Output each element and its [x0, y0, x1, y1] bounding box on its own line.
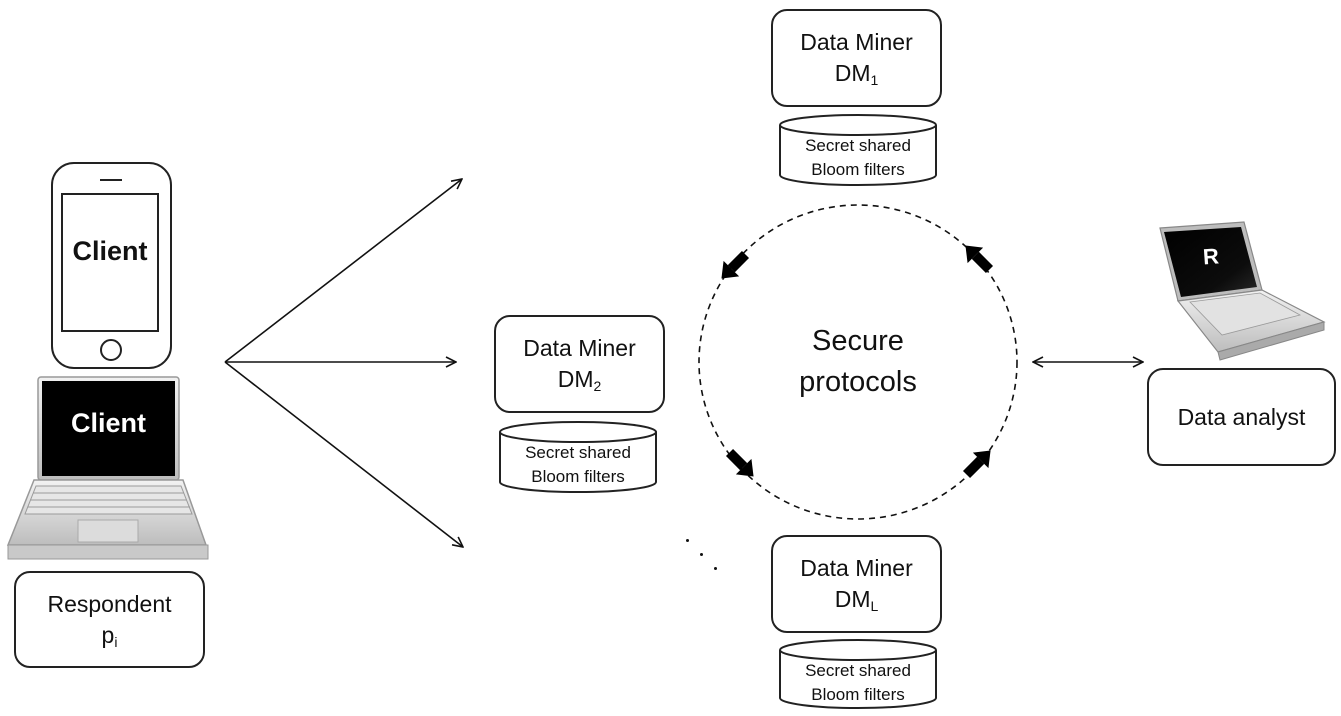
data-miner-box-1: Data Miner DM1 — [771, 9, 942, 107]
laptop-keyboard — [24, 485, 193, 515]
data-miner-id: DM2 — [557, 366, 602, 394]
more-miners-ellipsis — [684, 537, 724, 573]
data-miner-box-2: Data Miner DM2 — [494, 315, 665, 413]
data-analyst-box: Data analyst — [1147, 368, 1336, 466]
respondent-label: Respondent — [47, 590, 172, 617]
flow-arrow-bottom-right — [962, 450, 991, 479]
data-miner-title: Data Miner — [523, 335, 636, 361]
respondent-id: pi — [101, 621, 118, 650]
fanout-arrows — [224, 179, 463, 547]
arrow-to-dml — [224, 361, 463, 547]
protocol-circle — [698, 204, 1018, 520]
database-icon-dml — [779, 639, 937, 709]
flow-arrow-bottom-left — [725, 448, 754, 477]
flow-arrow-top-left — [721, 250, 750, 279]
respondent-box: Respondent pi — [14, 571, 205, 668]
phone-client-label: Client — [72, 236, 148, 266]
analyst-laptop-screen — [1164, 227, 1257, 297]
laptop-screen — [42, 381, 175, 476]
data-analyst-label: Data analyst — [1177, 403, 1306, 430]
data-miner-id: DML — [834, 586, 879, 614]
phone-screen — [61, 193, 159, 332]
data-miner-box-l: Data Miner DML — [771, 535, 942, 633]
phone-home-button — [100, 339, 122, 361]
database-icon-dm2 — [499, 421, 657, 493]
analyst-screen-label: R — [1202, 243, 1220, 270]
laptop-client-label: Client — [70, 408, 146, 438]
data-miner-id: DM1 — [834, 60, 879, 88]
data-miner-title: Data Miner — [800, 29, 913, 55]
client-laptop-icon — [6, 376, 209, 560]
data-miner-title: Data Miner — [800, 555, 913, 581]
laptop-trackpad — [77, 519, 139, 543]
smartphone-icon — [51, 162, 172, 369]
flow-arrow-top-right — [965, 245, 994, 274]
analyst-keyboard — [1189, 292, 1302, 336]
arrow-to-dm1 — [224, 179, 462, 363]
circle-flow-arrows — [721, 245, 994, 479]
analyst-laptop-icon — [1159, 221, 1326, 361]
database-icon-dm1 — [779, 114, 937, 186]
